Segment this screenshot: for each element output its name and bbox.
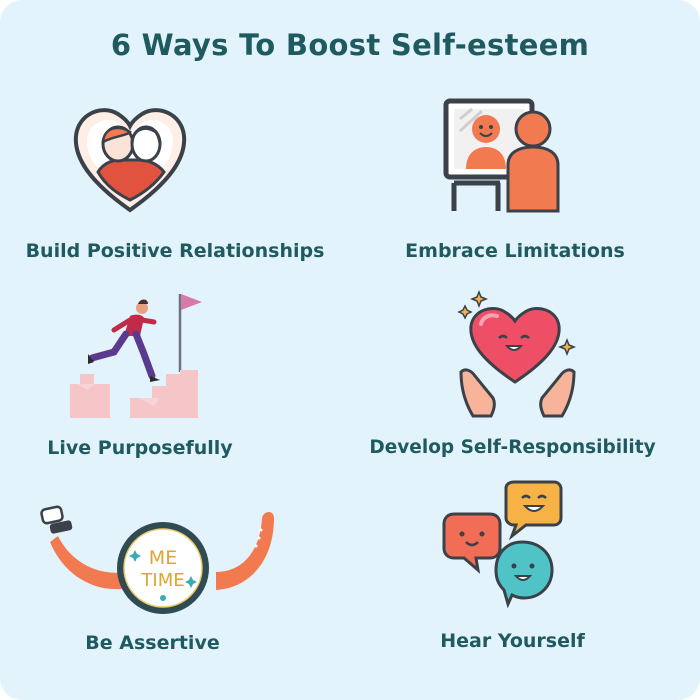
me-time-watch-icon: ME TIME (40, 505, 274, 614)
time-text: TIME (140, 570, 184, 591)
me-text: ME (149, 547, 177, 569)
label-live-purposefully: Live Purposefully (47, 437, 233, 459)
label-develop-self-responsibility: Develop Self-Responsibility (369, 437, 656, 458)
label-hear-yourself: Hear Yourself (440, 630, 585, 652)
running-to-flag-icon (70, 294, 202, 418)
label-be-assertive: Be Assertive (85, 632, 220, 654)
label-build-positive-relationships: Build Positive Relationships (25, 240, 325, 262)
mirror-person-icon (443, 98, 560, 213)
label-embrace-limitations: Embrace Limitations (405, 240, 625, 262)
heart-couple-icon (73, 108, 187, 213)
page-title: 6 Ways To Boost Self-esteem (110, 28, 590, 62)
hands-heart-icon (457, 289, 577, 418)
speech-bubbles-icon (442, 480, 563, 608)
